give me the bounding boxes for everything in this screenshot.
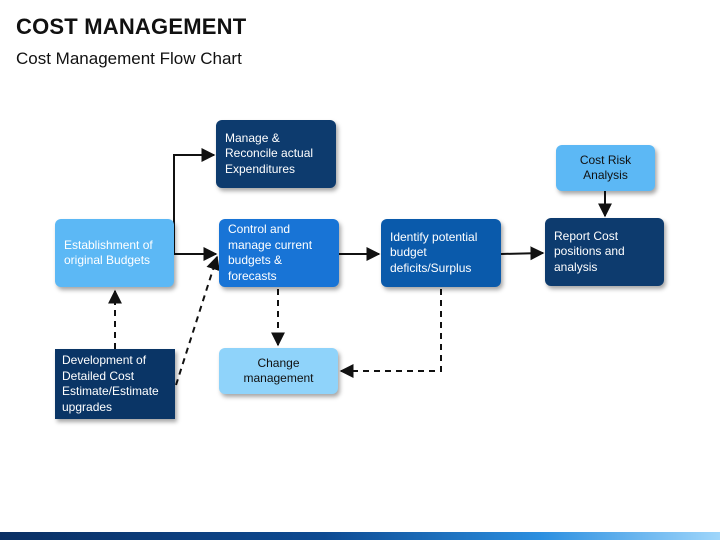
node-manage-reconcile: Manage & Reconcile actual Expenditures — [216, 120, 336, 188]
node-identify: Identify potential budget deficits/Surpl… — [381, 219, 501, 287]
node-change-label: Change management — [243, 355, 314, 386]
arrow-development-to-control — [175, 255, 220, 386]
node-identify-label: Identify potential budget deficits/Surpl… — [390, 229, 478, 275]
footer-bar — [0, 532, 720, 540]
arrow-identify-to-change — [339, 289, 442, 378]
arrow-identify-to-report — [500, 246, 545, 261]
node-report: Report Cost positions and analysis — [545, 218, 664, 286]
node-cost-risk-label: Cost Risk Analysis — [579, 152, 632, 183]
node-cost-risk: Cost Risk Analysis — [556, 145, 655, 191]
node-establishment-label: Establishment of original Budgets — [64, 237, 153, 268]
node-control-manage-label: Control and manage current budgets & for… — [228, 222, 313, 283]
node-development-label: Development of Detailed Cost Estimate/Es… — [62, 353, 159, 414]
page-subtitle: Cost Management Flow Chart — [16, 49, 242, 68]
node-establishment: Establishment of original Budgets — [55, 219, 174, 287]
node-report-label: Report Cost positions and analysis — [554, 228, 625, 274]
node-manage-reconcile-label: Manage & Reconcile actual Expenditures — [225, 130, 314, 176]
arrow-establishment-to-manage — [173, 148, 216, 254]
node-control-manage: Control and manage current budgets & for… — [219, 219, 339, 287]
page-title: COST MANAGEMENT — [16, 14, 247, 39]
node-development: Development of Detailed Cost Estimate/Es… — [55, 349, 175, 419]
node-change: Change management — [219, 348, 338, 394]
